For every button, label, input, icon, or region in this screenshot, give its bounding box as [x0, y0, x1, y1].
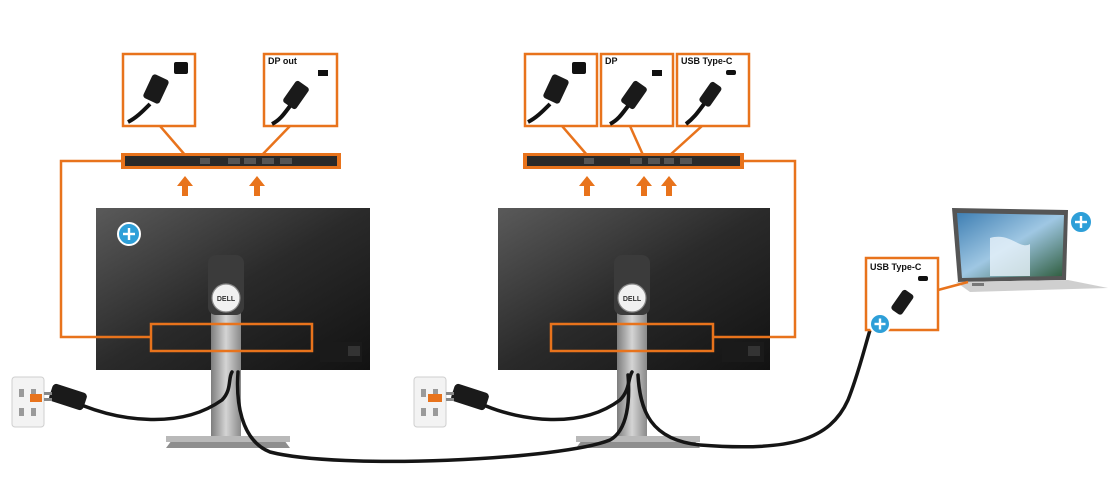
left-dell-logo: DELL — [211, 283, 241, 313]
left-dp-out-callout: DP out — [261, 52, 339, 156]
left-arrow-power — [177, 176, 193, 196]
cables — [82, 298, 898, 464]
displayport-icon — [271, 70, 328, 126]
left-port-strip — [121, 153, 341, 196]
left-monitor: DELL — [96, 208, 370, 448]
right-wall-outlet-icon — [413, 376, 447, 428]
left-wall-outlet-icon — [11, 376, 45, 428]
left-power-callout — [121, 52, 197, 156]
laptop-base — [956, 280, 1108, 292]
right-dp-callout: DP — [599, 52, 675, 156]
right-arrow-dp — [636, 176, 652, 196]
right-usbc-callout: USB Type-C — [669, 52, 751, 156]
usb-c-icon — [891, 276, 928, 315]
label-usbc-monitor: USB Type-C — [681, 56, 733, 66]
left-power-plug — [44, 383, 87, 411]
power-plug-icon — [127, 62, 188, 124]
laptop — [952, 208, 1108, 292]
right-power-callout — [523, 52, 599, 156]
right-dell-logo: DELL — [617, 283, 647, 313]
displayport-icon — [609, 70, 662, 126]
right-arrow-usbc — [661, 176, 677, 196]
label-usbc-laptop: USB Type-C — [870, 262, 922, 272]
right-port-strip — [523, 153, 744, 196]
left-arrow-dp — [249, 176, 265, 196]
right-monitor: DELL — [498, 208, 770, 448]
usb-c-icon — [684, 70, 736, 126]
plus-icon[interactable] — [117, 222, 141, 246]
plus-icon[interactable] — [1069, 210, 1093, 234]
power-plug-icon — [527, 62, 586, 124]
left-connector-line — [59, 159, 151, 339]
right-connector-line — [713, 159, 797, 339]
svg-text:DELL: DELL — [217, 296, 236, 303]
svg-text:DELL: DELL — [623, 296, 642, 303]
right-arrow-power — [579, 176, 595, 196]
plus-icon[interactable] — [869, 313, 891, 335]
label-dp: DP — [605, 56, 618, 66]
label-dp-out: DP out — [268, 56, 297, 66]
laptop-usbc-callout: USB Type-C — [864, 256, 969, 332]
right-power-plug — [446, 383, 489, 411]
